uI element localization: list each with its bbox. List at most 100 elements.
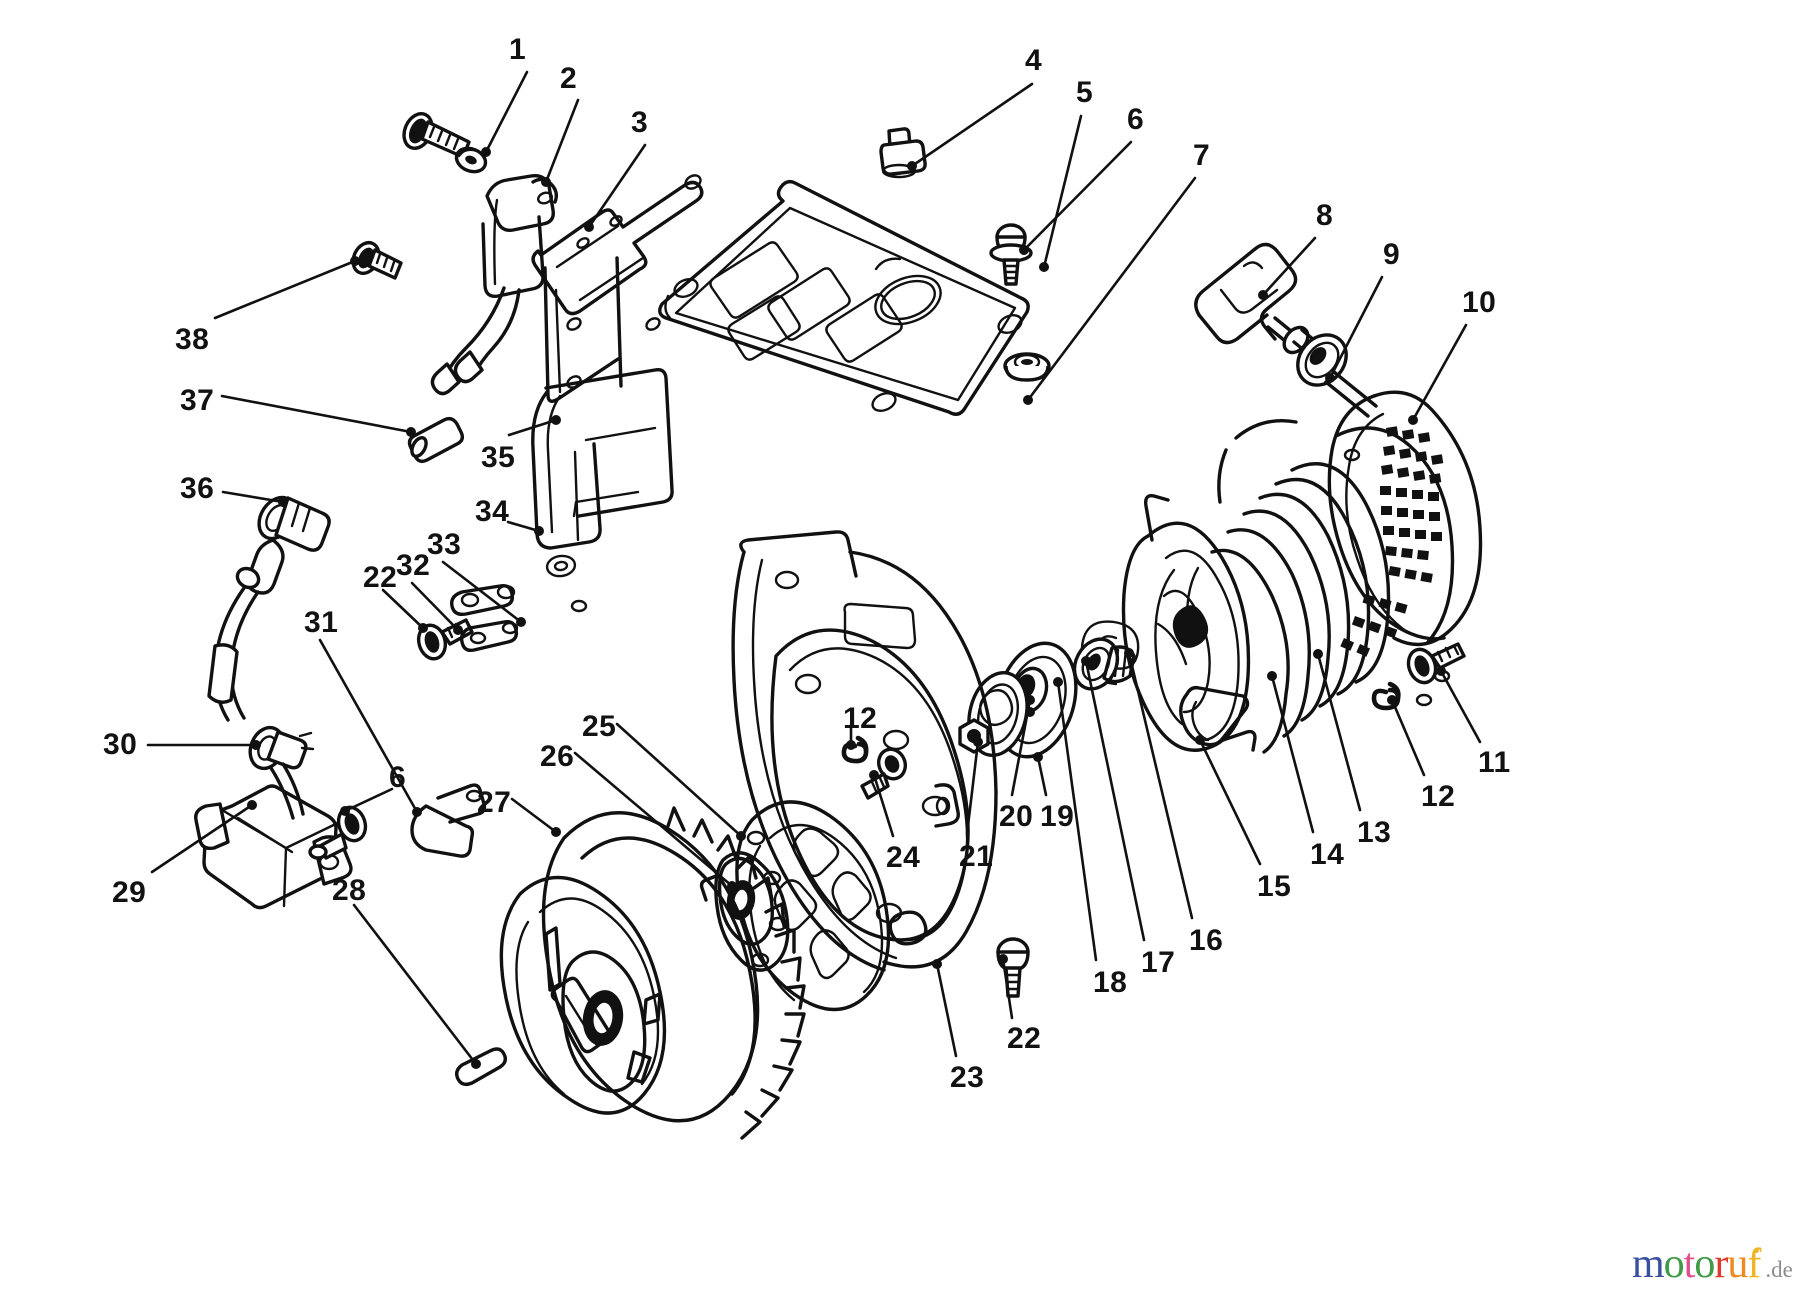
- part-baffle-plate-5: [658, 179, 1030, 416]
- callout-leader-7: [1026, 176, 1197, 402]
- callout-number-26: 26: [540, 740, 575, 773]
- callout-dot-35: [551, 415, 561, 425]
- callout-number-2: 2: [560, 62, 578, 95]
- callout-dot-17: [1081, 656, 1091, 666]
- callout-dot-12b: [846, 740, 856, 750]
- part-flanged-nut-7: [1003, 352, 1051, 382]
- callout-dot-13: [1313, 649, 1323, 659]
- callout-dot-38: [350, 256, 360, 266]
- callout-leader-27: [510, 797, 558, 834]
- callout-leader-6b: [343, 787, 394, 813]
- callout-number-8: 8: [1316, 199, 1334, 232]
- callout-leader-15: [1198, 738, 1262, 866]
- callout-number-27: 27: [477, 786, 512, 819]
- callout-number-6b: 6: [389, 761, 407, 794]
- callout-leader-35: [507, 418, 558, 437]
- callout-dot-33: [516, 617, 526, 627]
- callout-leader-29: [150, 803, 254, 874]
- callout-number-31: 31: [304, 606, 339, 639]
- callout-number-20: 20: [999, 800, 1034, 833]
- callout-dot-28: [471, 1059, 481, 1069]
- callout-number-34: 34: [475, 495, 510, 528]
- callout-leader-13: [1316, 652, 1362, 812]
- callout-number-29: 29: [112, 876, 147, 909]
- callout-number-38: 38: [175, 323, 210, 356]
- callout-leader-17: [1084, 659, 1146, 942]
- callout-number-19: 19: [1040, 800, 1075, 833]
- part-pawl-15: [1179, 685, 1257, 752]
- callout-dot-25: [736, 831, 746, 841]
- callout-dot-5: [1039, 262, 1049, 272]
- callout-number-23: 23: [950, 1061, 985, 1094]
- callout-number-16: 16: [1189, 924, 1224, 957]
- callout-leader-20: [1010, 698, 1032, 797]
- callout-leader-28: [352, 903, 478, 1066]
- callout-dot-14: [1267, 671, 1277, 681]
- callout-dot-15: [1195, 735, 1205, 745]
- callout-leader-21: [965, 740, 980, 836]
- callout-leader-32: [410, 581, 460, 632]
- callout-number-30: 30: [103, 728, 138, 761]
- callout-leader-4: [910, 82, 1034, 168]
- callout-leader-1: [484, 70, 529, 154]
- callout-leader-34: [506, 520, 541, 533]
- callout-number-3: 3: [631, 106, 649, 139]
- callout-dot-22b: [418, 623, 428, 633]
- callout-dot-31: [412, 807, 422, 817]
- watermark-letter-5: u: [1727, 1241, 1748, 1287]
- callout-dot-1: [481, 147, 491, 157]
- part-clip-12: [1371, 681, 1401, 711]
- callout-dot-26: [727, 881, 737, 891]
- part-ground-terminal-33: [450, 583, 519, 653]
- callout-leader-9: [1328, 275, 1384, 380]
- callout-number-22: 22: [1007, 1022, 1042, 1055]
- callout-dot-19: [1033, 752, 1043, 762]
- callout-leader-24: [872, 773, 895, 838]
- callout-leader-12: [1390, 698, 1426, 777]
- part-washer-2: [454, 146, 488, 174]
- part-screw-24b: [860, 747, 907, 800]
- part-starter-cover-10: [1217, 390, 1483, 707]
- callout-dot-2: [541, 177, 551, 187]
- part-bolt-38: [351, 240, 403, 280]
- callout-dot-18: [1053, 677, 1063, 687]
- watermark-letter-2: t: [1683, 1241, 1696, 1287]
- callout-leader-38: [213, 259, 357, 320]
- callout-number-25: 25: [582, 710, 617, 743]
- callout-number-22b: 22: [363, 561, 398, 594]
- callout-leader-3: [587, 143, 647, 229]
- part-flange-screw-24: [996, 937, 1030, 998]
- callout-number-12b: 12: [843, 702, 878, 735]
- callout-dot-22: [998, 954, 1008, 964]
- callout-number-5: 5: [1076, 76, 1094, 109]
- watermark-letter-4: r: [1714, 1241, 1728, 1287]
- callout-leader-5: [1042, 114, 1083, 269]
- part-hex-nut-21: [958, 718, 990, 754]
- callout-leader-16: [1127, 651, 1194, 920]
- part-spark-plug-cap-36: [207, 495, 331, 722]
- watermark-letter-1: o: [1663, 1241, 1685, 1287]
- motoruf-watermark: motoruf.de: [1632, 1243, 1793, 1285]
- part-clip-12b: [841, 735, 869, 764]
- callout-leader-36: [221, 490, 285, 504]
- watermark-letter-6: f: [1747, 1241, 1761, 1287]
- callout-leader-2: [544, 98, 580, 184]
- part-screw-11: [1406, 642, 1466, 685]
- callout-leader-6: [1022, 140, 1133, 252]
- callout-leader-31: [318, 638, 419, 814]
- callout-number-6: 6: [1127, 103, 1145, 136]
- callout-number-21: 21: [959, 840, 994, 873]
- callout-dot-27: [551, 827, 561, 837]
- callout-dot-16: [1124, 648, 1134, 658]
- callout-number-32: 32: [396, 549, 431, 582]
- callout-number-11: 11: [1478, 746, 1511, 779]
- callout-leader-25: [615, 722, 743, 838]
- callout-number-36: 36: [180, 472, 215, 505]
- callout-dot-6b: [340, 806, 350, 816]
- callout-number-24: 24: [886, 841, 921, 874]
- watermark-letter-3: o: [1694, 1241, 1715, 1287]
- callout-dot-21: [973, 737, 983, 747]
- callout-leader-23: [935, 962, 958, 1058]
